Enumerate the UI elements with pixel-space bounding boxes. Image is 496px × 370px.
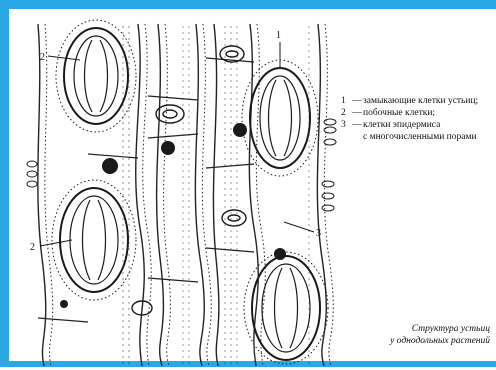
- callout-1: 1: [276, 30, 281, 41]
- legend-item-2: 2 — побочные клетки;: [341, 107, 496, 119]
- caption-line-1: Структура устьиц: [390, 323, 490, 335]
- legend-item-3-continuation: с многочисленными порами: [341, 131, 496, 143]
- callout-2-left: 2: [30, 242, 35, 253]
- callout-3: 3: [316, 228, 321, 239]
- legend: 1 — замыкающие клетки устьиц; 2 — побочн…: [341, 95, 496, 143]
- legend-item-3: 3 — клетки эпидермиса: [341, 119, 496, 131]
- epidermis-illustration: 2 2 1 3: [18, 18, 348, 370]
- caption-line-2: у однодольных растений: [390, 335, 490, 347]
- figure-caption: Структура устьиц у однодольных растений: [390, 323, 490, 347]
- leader-lines: [40, 42, 314, 246]
- callout-2-top: 2: [40, 52, 45, 63]
- legend-item-1: 1 — замыкающие клетки устьиц;: [341, 95, 496, 107]
